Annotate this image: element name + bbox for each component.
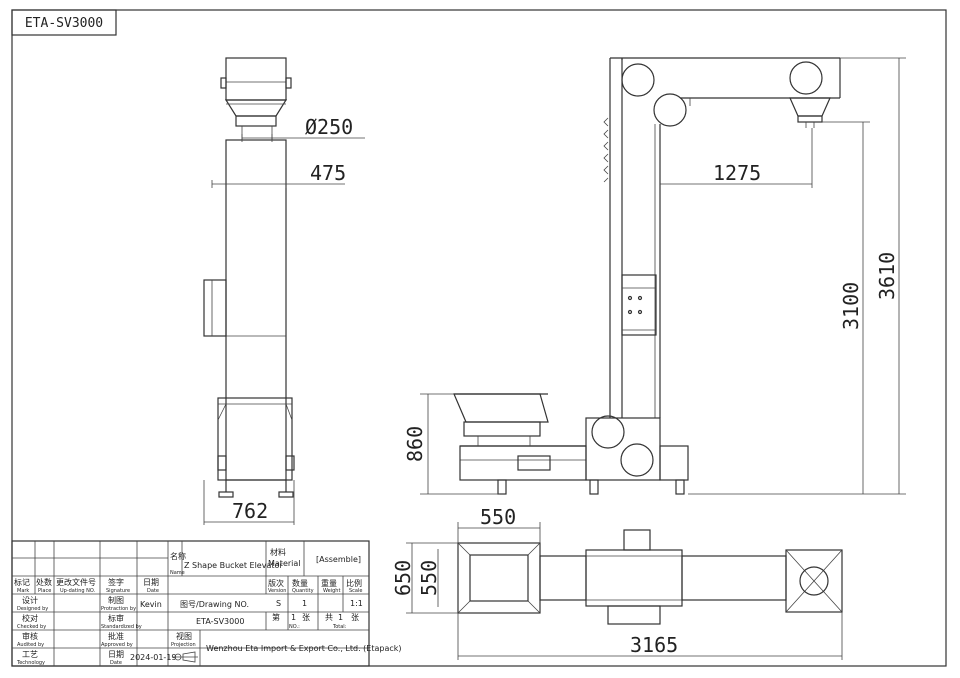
- col-signature-en: Signature: [106, 588, 130, 594]
- dim-650: 650: [391, 560, 415, 596]
- quantity-col-en: Quantity: [292, 588, 314, 594]
- version-col-en: Version: [268, 588, 286, 594]
- protraction-label: 制图: [108, 595, 124, 605]
- designed-label-en: Designed by: [17, 606, 48, 612]
- technology-label: 工艺: [22, 650, 38, 659]
- total-cn2: 张: [351, 613, 359, 622]
- col-date-en: Date: [147, 588, 159, 594]
- sheet-cn1: 第: [272, 612, 280, 622]
- audited-label: 审核: [22, 631, 38, 641]
- side-view-dimensions: 1275 3100 3610 860: [403, 57, 906, 495]
- col-signature: 签字: [108, 577, 124, 587]
- dim-475: 475: [310, 161, 346, 185]
- title-block: 名称 Name Z Shape Bucket Elevator 材料 Mater…: [11, 540, 402, 667]
- drawing-border: [11, 9, 947, 667]
- side-view: [453, 57, 841, 495]
- col-mark-en: Mark: [17, 588, 29, 594]
- checked-label: 校对: [22, 613, 38, 623]
- technology-label-en: Technology: [16, 660, 45, 666]
- dim-550-side: 550: [417, 560, 441, 596]
- sheet-val: 1: [291, 613, 296, 622]
- protraction-value: Kevin: [140, 600, 162, 609]
- weight-col: 重量: [321, 578, 337, 588]
- date-value: 2024-01-19: [130, 653, 177, 662]
- audited-label-en: Audited by: [17, 642, 44, 648]
- col-date: 日期: [143, 578, 159, 587]
- name-label: 名称: [170, 551, 186, 561]
- scale-col: 比例: [346, 578, 362, 588]
- standard-label: 标审: [108, 613, 124, 623]
- dim-3610: 3610: [875, 252, 899, 300]
- top-view-dimensions: 550 650 550 3165: [391, 505, 843, 660]
- protraction-label-en: Protraction by: [101, 606, 136, 612]
- total-val: 1: [338, 613, 343, 622]
- dim-762: 762: [232, 499, 268, 523]
- projection-label-en: Projection: [171, 642, 196, 648]
- dim-550-top: 550: [480, 505, 516, 529]
- drawing-no-value: ETA-SV3000: [196, 617, 244, 626]
- front-view-dimensions: Ø250 475 762: [203, 115, 365, 525]
- drawing-code: ETA-SV3000: [25, 16, 103, 31]
- drawing-code-box: [11, 9, 117, 36]
- total-cn1: 共: [325, 613, 333, 622]
- dim-3100: 3100: [839, 282, 863, 330]
- quantity-value: 1: [302, 599, 307, 608]
- projection-symbol-icon: [172, 651, 198, 663]
- date-label-en: Date: [110, 660, 122, 666]
- material-label-en: Material: [268, 559, 301, 568]
- version-value: S: [276, 599, 281, 608]
- dim-3165: 3165: [630, 633, 678, 657]
- material-value: [Assemble]: [316, 555, 361, 564]
- checked-label-en: Checked by: [17, 624, 46, 630]
- sheet-cn2: 张: [302, 613, 310, 622]
- weight-col-en: Weight: [323, 588, 340, 594]
- projection-label: 视图: [176, 631, 192, 641]
- col-place-en: Place: [38, 588, 51, 594]
- standard-label-en: Standardized by: [101, 624, 142, 630]
- sheet-en: NO.:: [289, 624, 300, 630]
- name-value: Z Shape Bucket Elevator: [184, 561, 283, 570]
- col-place: 处数: [36, 577, 52, 587]
- company-name: Wenzhou Eta Import & Export Co., Ltd. (E…: [206, 644, 402, 653]
- front-view: [203, 57, 295, 498]
- col-mark: 标记: [14, 577, 30, 587]
- date-label: 日期: [108, 650, 124, 659]
- name-label-en: Name: [170, 570, 185, 576]
- col-updating-en: Up-dating NO.: [60, 588, 96, 594]
- dim-860: 860: [403, 426, 427, 462]
- dim-diameter-250: Ø250: [305, 115, 353, 139]
- material-label: 材料: [270, 547, 286, 557]
- designed-label: 设计: [22, 595, 38, 605]
- dim-1275: 1275: [713, 161, 761, 185]
- total-en: Total:: [332, 624, 347, 630]
- scale-value: 1:1: [350, 599, 363, 608]
- drawing-no-label: 图号/Drawing NO.: [180, 600, 249, 609]
- col-updating: 更改文件号: [56, 577, 96, 587]
- version-col: 版次: [268, 578, 284, 588]
- top-view: [457, 529, 843, 625]
- scale-col-en: Scale: [349, 588, 362, 594]
- approved-label: 批准: [108, 631, 124, 641]
- approved-label-en: Approved by: [101, 642, 133, 648]
- quantity-col: 数量: [292, 578, 308, 588]
